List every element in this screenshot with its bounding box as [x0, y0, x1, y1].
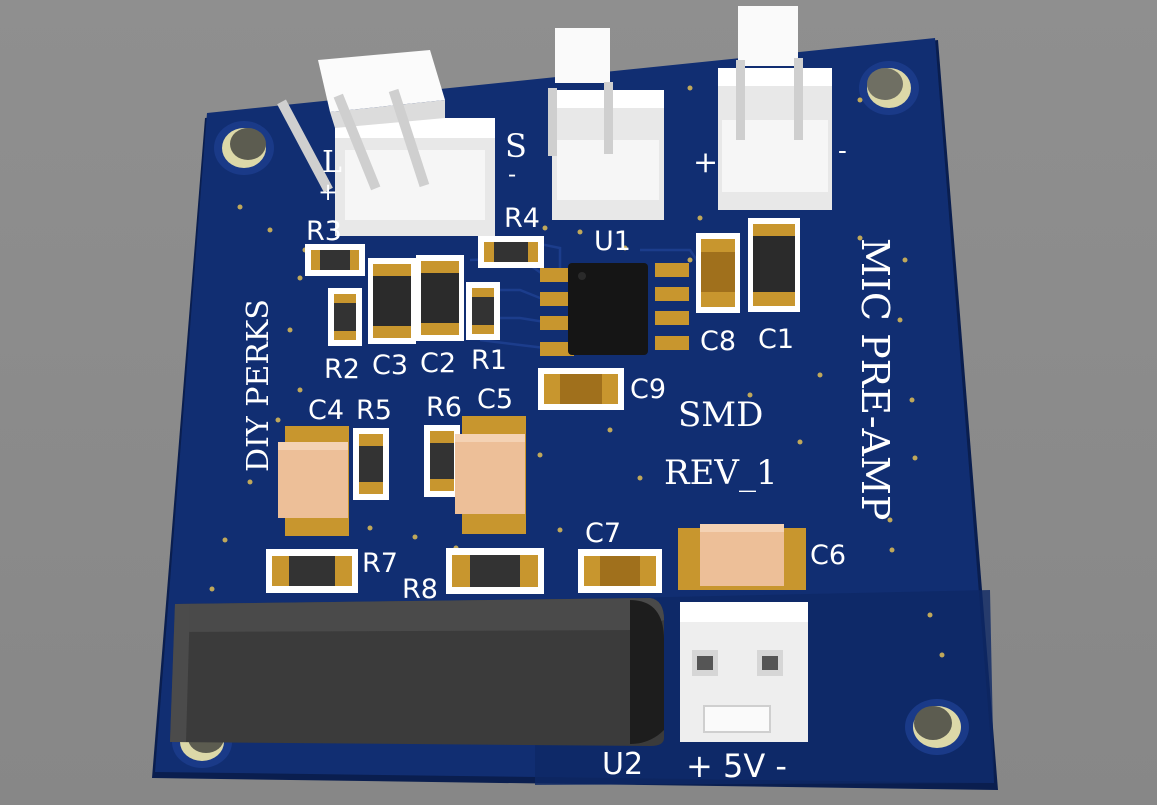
label-r3: R3 [306, 216, 342, 247]
c6-capacitor [678, 524, 806, 590]
label-r1: R1 [471, 345, 507, 376]
connector-mark-l: L [322, 145, 342, 180]
label-power-5v: + 5V - [686, 747, 787, 785]
label-c6: C6 [810, 540, 847, 571]
r1-resistor [466, 282, 500, 340]
r4-resistor [478, 236, 544, 268]
c3-capacitor [368, 258, 416, 344]
u1-ic [540, 263, 689, 356]
label-r5: R5 [356, 395, 392, 426]
connector-mark-s: S [505, 127, 527, 165]
c9-capacitor [538, 368, 624, 410]
r3-resistor [305, 244, 365, 276]
label-rev: REV_1 [664, 453, 778, 493]
label-r8: R8 [402, 574, 438, 605]
label-c3: C3 [372, 350, 409, 381]
power-connector [680, 602, 808, 742]
connector-mark-minus-right: - [838, 136, 847, 166]
mounting-hole-top-right [859, 61, 919, 115]
connector-mark-plus-right: + [693, 145, 719, 180]
connector-top-left [277, 50, 495, 236]
connector-top-right [718, 6, 832, 210]
r7-resistor [266, 549, 358, 593]
c5-capacitor [455, 416, 526, 534]
label-u2: U2 [602, 747, 644, 782]
mounting-hole-top-left [214, 121, 274, 175]
label-r7: R7 [362, 548, 398, 579]
label-c7: C7 [585, 518, 622, 549]
connector-mark-plus-left: + [318, 178, 339, 206]
r5-resistor [353, 428, 389, 500]
label-r6: R6 [426, 392, 462, 423]
label-c9: C9 [630, 374, 667, 405]
connector-mark-s-minus: - [508, 160, 517, 188]
c7-capacitor [578, 549, 662, 593]
c2-capacitor [416, 255, 464, 341]
label-c5: C5 [477, 384, 514, 415]
label-diy-perks: DIY PERKS [241, 299, 276, 472]
c8-capacitor [696, 233, 740, 313]
label-r2: R2 [324, 354, 360, 385]
mounting-hole-bottom-right [905, 699, 969, 755]
label-c8: C8 [700, 326, 737, 357]
u2-microphone [170, 598, 664, 746]
label-r4: R4 [504, 203, 540, 234]
label-c4: C4 [308, 395, 345, 426]
r2-resistor [328, 288, 362, 346]
r6-resistor [424, 425, 460, 497]
label-c1: C1 [758, 324, 795, 355]
label-c2: C2 [420, 348, 457, 379]
c1-capacitor [748, 218, 800, 312]
label-u1: U1 [594, 226, 631, 257]
connector-top-middle [548, 28, 664, 220]
label-smd: SMD [678, 395, 764, 435]
r8-resistor [446, 548, 544, 594]
label-mic-pre-amp: MIC PRE-AMP [853, 238, 897, 521]
c4-capacitor [278, 426, 349, 536]
